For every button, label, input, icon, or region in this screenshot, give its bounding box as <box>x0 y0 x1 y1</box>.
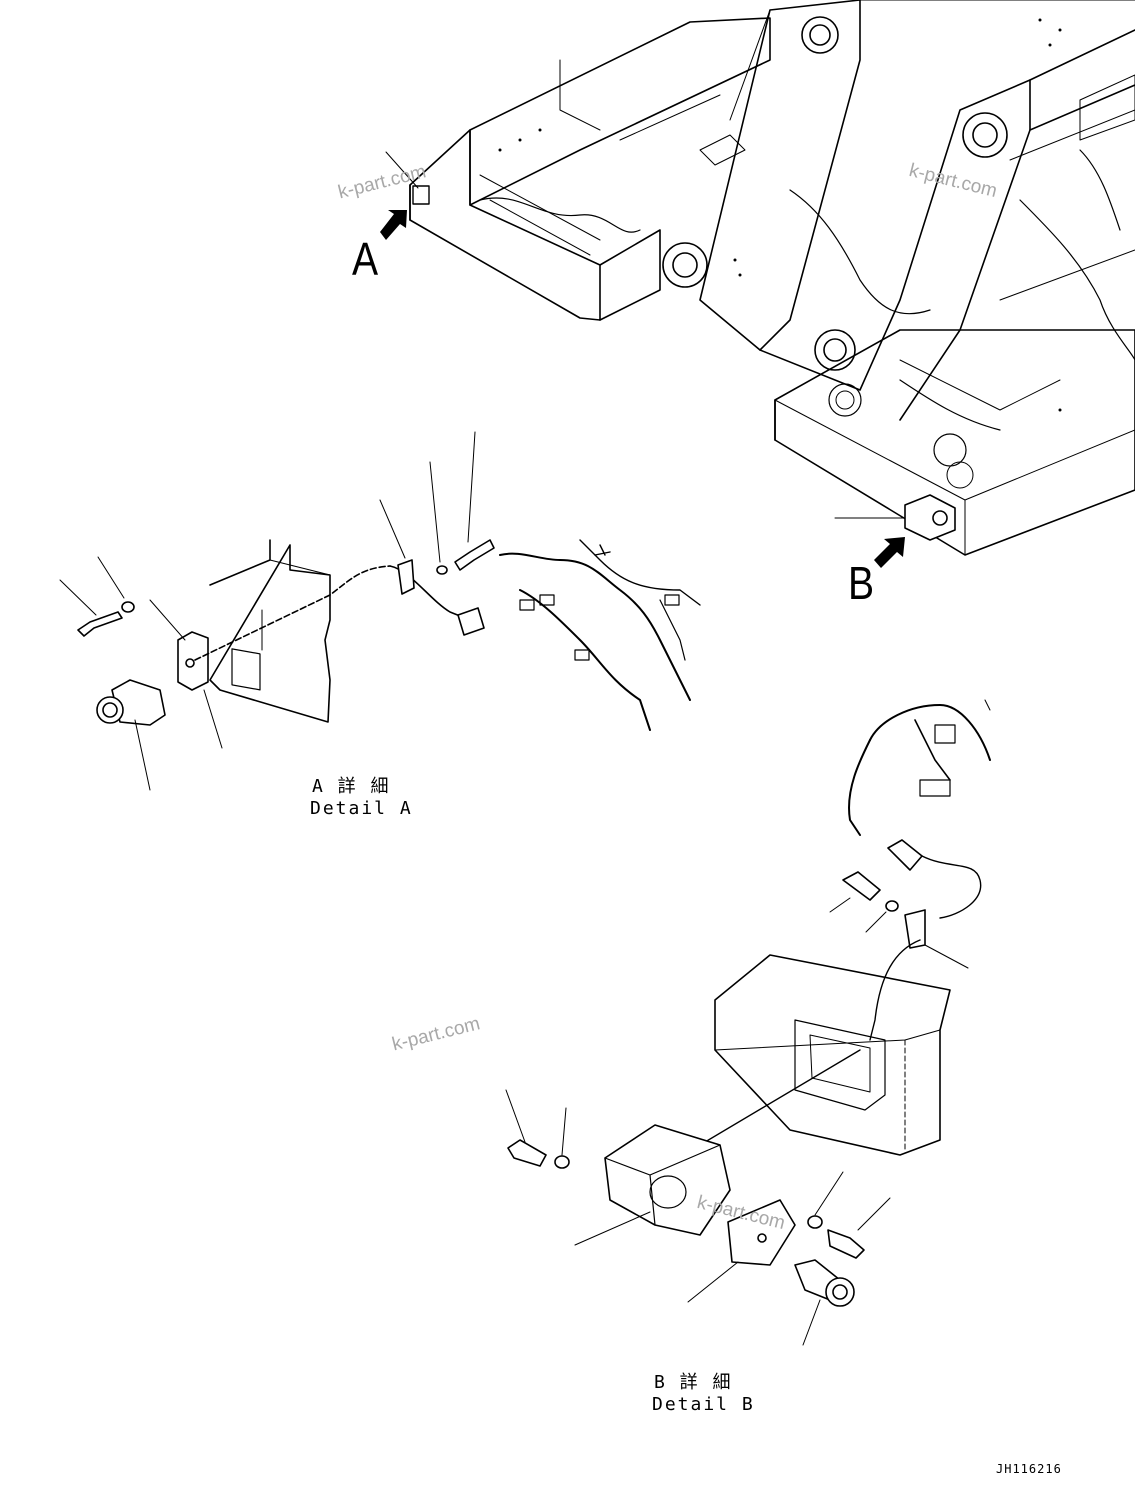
machine-frame-overview <box>385 0 1135 556</box>
view-label-b: B <box>848 557 875 609</box>
arrow-a-icon <box>380 210 407 240</box>
detail-a-drawing <box>59 431 701 791</box>
arrow-b-icon <box>874 537 905 568</box>
detail-b-caption-en: Detail B <box>652 1394 755 1415</box>
drawing-number: JH116216 <box>996 1462 1062 1476</box>
detail-b-caption-jp: B 詳 細 <box>654 1372 733 1393</box>
detail-b-drawing <box>505 699 991 1346</box>
detail-a-caption-en: Detail A <box>310 798 413 819</box>
detail-a-caption-jp: A 詳 細 <box>312 776 391 797</box>
view-label-a: A <box>352 233 379 285</box>
